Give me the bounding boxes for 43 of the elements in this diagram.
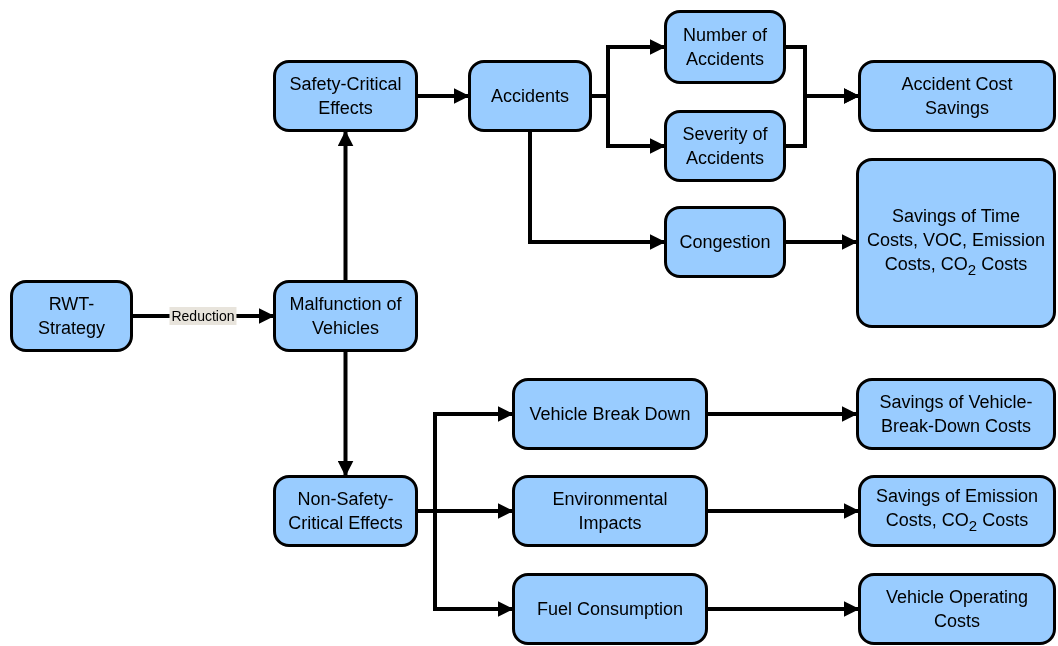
process-box	[858, 60, 1056, 132]
box-label: Vehicle Break Down	[529, 403, 691, 426]
edge-label: Reduction	[169, 307, 237, 325]
box-label: Savings of Time Costs, VOC, Emission Costs, CO$_{2}$ Costs	[865, 205, 1046, 280]
box-label: Number of Accidents	[681, 24, 768, 71]
process-box	[512, 475, 708, 547]
process-box	[858, 475, 1056, 547]
process-box	[512, 573, 708, 645]
process-box	[468, 60, 592, 132]
arrow	[708, 601, 860, 617]
box-label: Savings of Vehicle-Break-Down Costs	[878, 391, 1034, 438]
process-box	[10, 280, 133, 352]
arrow	[418, 88, 470, 104]
process-box	[273, 280, 418, 352]
process-box	[512, 378, 708, 450]
arrow	[708, 503, 860, 519]
arrow	[708, 406, 858, 422]
process-box	[664, 10, 786, 84]
arrow	[337, 352, 354, 477]
box-label: Safety-Critical Effects	[288, 73, 403, 120]
box-label: RWT-Strategy	[36, 293, 106, 340]
arrow	[786, 234, 858, 250]
process-box	[273, 60, 418, 132]
arrow	[528, 132, 666, 250]
arrow	[592, 94, 666, 154]
box-label: Accidents	[490, 85, 569, 108]
process-box	[856, 378, 1056, 450]
arrow	[418, 509, 514, 617]
box-label: Savings of Emission Costs, CO$_{2}$ Costs	[874, 485, 1040, 536]
process-box	[273, 475, 418, 547]
box-label: Vehicle Operating Costs	[884, 586, 1030, 633]
process-box	[664, 206, 786, 278]
box-label: Severity of Accidents	[681, 123, 769, 170]
box-label: Accident Cost Savings	[900, 73, 1014, 120]
box-label: Non-Safety-Critical Effects	[287, 488, 404, 535]
process-box	[856, 158, 1056, 328]
box-label: Congestion	[679, 231, 771, 254]
box-label: Environmental Impacts	[551, 488, 669, 535]
box-label: Fuel Consumption	[536, 598, 684, 621]
arrow	[337, 130, 354, 280]
process-box	[858, 573, 1056, 645]
box-label: Malfunction of Vehicles	[288, 293, 403, 340]
process-box	[664, 110, 786, 182]
